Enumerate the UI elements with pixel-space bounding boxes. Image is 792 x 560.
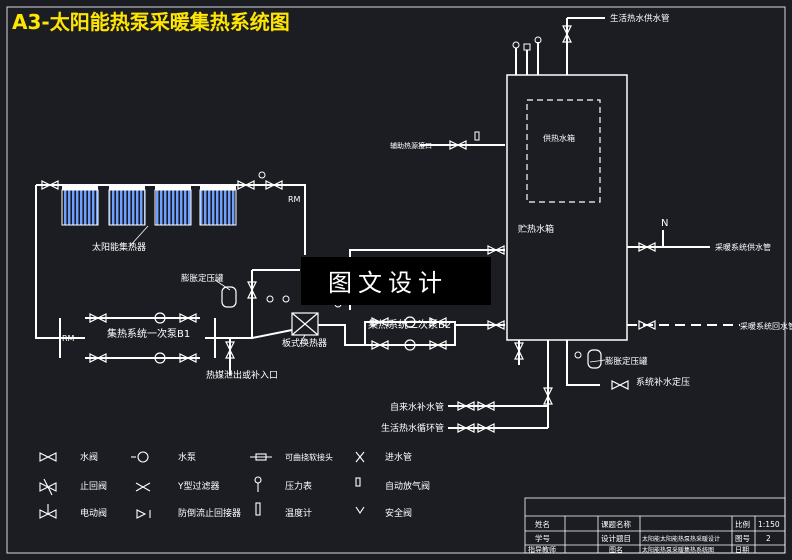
tb-scale-label: 比例	[735, 519, 750, 529]
legend-gate-valve: 水阀	[80, 451, 98, 463]
label-cold-makeup: 自来水补水管	[390, 401, 444, 413]
rm-mark-2: RM	[62, 334, 75, 343]
expansion-tank-primary	[221, 286, 237, 308]
legend-motor-valve: 电动阀	[80, 507, 107, 519]
label-makeup-pressure: 系统补水定压	[636, 376, 690, 388]
plate-heat-exchanger	[291, 312, 319, 336]
rm-mark-1: RM	[288, 195, 301, 204]
solar-collector-array	[61, 186, 237, 226]
title-block-grid	[524, 497, 786, 554]
label-plate-hx: 板式换热器	[282, 337, 327, 349]
label-collector: 太阳能集热器	[92, 241, 146, 253]
drawing-title: A3-太阳能热泵采暖集热系统图	[12, 10, 290, 34]
label-domestic-hot-supply: 生活热水供水管	[610, 13, 670, 24]
legend-symbols	[39, 451, 365, 519]
legend-thermometer: 温度计	[285, 507, 312, 519]
tb-scale-value: 1:150	[758, 520, 780, 529]
legend-y-strainer: Y型过滤器	[177, 480, 220, 492]
label-heating-supply: 采暖系统供水管	[715, 242, 771, 252]
tb-topic-label: 课题名称	[601, 519, 631, 529]
tb-id-label: 学号	[535, 533, 550, 543]
tb-advisor-label: 指导教师	[528, 545, 556, 554]
valves	[41, 25, 656, 433]
tb-drawing-name-value: 太阳能热泵采暖集热系统图	[642, 546, 714, 554]
storage-tank	[506, 74, 628, 341]
drawing-frame	[6, 6, 786, 554]
legend-backflow-preventer: 防倒流止回接器	[178, 507, 241, 519]
inner-tank	[526, 99, 601, 203]
watermark-box	[301, 257, 491, 305]
n-mark: N	[661, 218, 668, 229]
tb-drawing-name-label: 图名	[609, 545, 623, 554]
label-heating-return: 采暖系统回水管	[740, 321, 792, 331]
tb-date-label: 日期	[735, 546, 749, 554]
legend-safety-valve: 安全阀	[385, 507, 412, 519]
legend-check-valve: 止回阀	[80, 480, 107, 492]
tb-design-title-value: 太阳能太阳能热泵热采暖设计	[642, 535, 720, 543]
instruments	[258, 36, 582, 359]
leader-lines	[129, 225, 606, 370]
legend-auto-air-vent: 自动放气阀	[385, 480, 430, 492]
label-aux-heat-source: 辅助热源接口	[390, 141, 432, 150]
tb-name-label: 姓名	[535, 519, 550, 529]
pumps	[154, 312, 416, 364]
tb-design-title-label: 设计题目	[601, 533, 631, 543]
label-expansion-tank-1: 膨胀定压罐	[181, 273, 224, 284]
watermark-text: 图文设计	[328, 269, 448, 297]
expansion-tank-secondary	[587, 349, 602, 369]
label-drain-inlet: 热媒泄出或补入口	[206, 369, 278, 381]
label-expansion-tank-2: 膨胀定压罐	[605, 356, 648, 367]
label-inner-tank: 供热水箱	[543, 133, 575, 143]
legend-pressure-gauge: 压力表	[285, 480, 312, 492]
tb-drawing-no-value: 2	[766, 534, 771, 543]
label-domestic-circ: 生活热水循环管	[381, 422, 444, 434]
tb-drawing-no-label: 图号	[735, 534, 750, 543]
label-storage-tank: 贮热水箱	[518, 223, 554, 235]
legend-water-inlet: 进水管	[385, 451, 412, 463]
label-pump-b1: 集热系统一次泵B1	[107, 327, 190, 340]
legend-pump: 水泵	[178, 451, 196, 463]
label-pump-b2: 集热系统二次泵B2	[368, 318, 451, 331]
legend-flex-joint: 可曲挠软接头	[285, 452, 333, 462]
